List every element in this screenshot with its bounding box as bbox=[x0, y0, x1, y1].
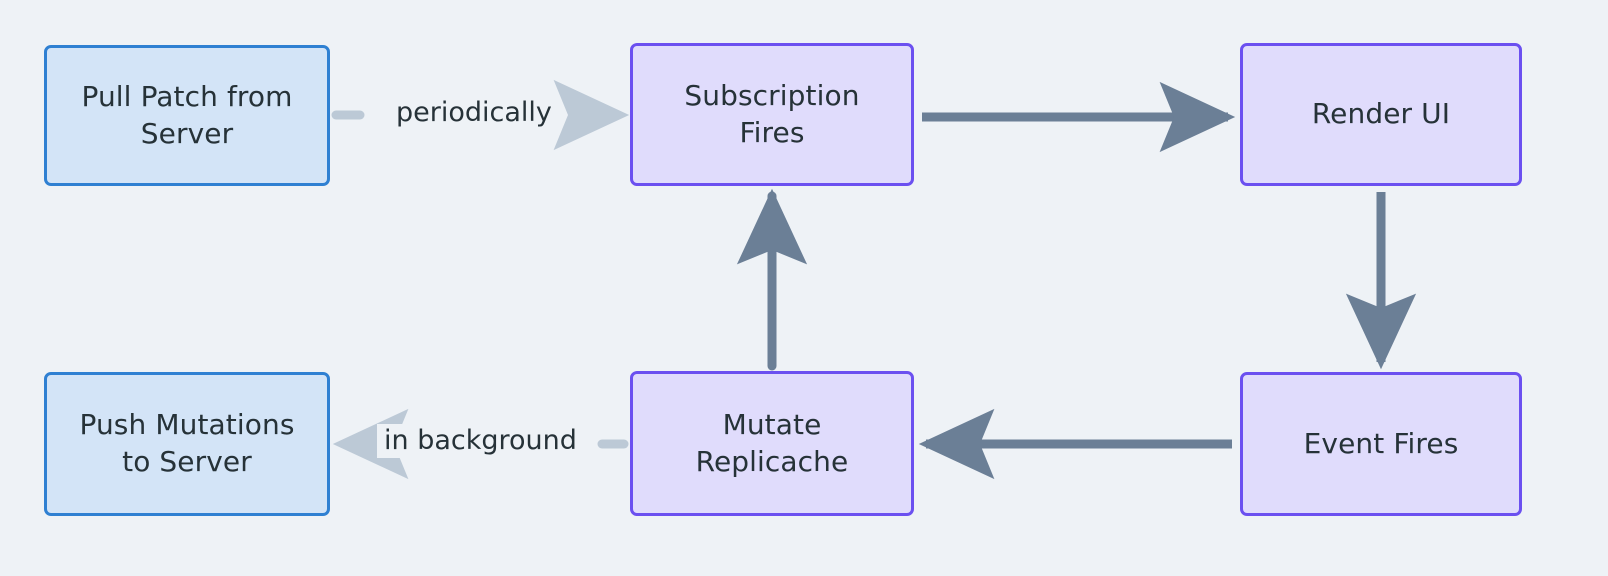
node-label: Mutate Replicache bbox=[695, 407, 849, 478]
node-event-fires[interactable]: Event Fires bbox=[1240, 372, 1522, 516]
node-label: Subscription Fires bbox=[684, 78, 860, 149]
node-mutate-replicache[interactable]: Mutate Replicache bbox=[630, 371, 914, 516]
node-pull-patch-from-server[interactable]: Pull Patch from Server bbox=[44, 45, 330, 186]
node-push-mutations-to-server[interactable]: Push Mutations to Server bbox=[44, 372, 330, 516]
edge-label-in-background: in background bbox=[377, 424, 584, 459]
node-label: Render UI bbox=[1311, 97, 1451, 131]
node-label: Pull Patch from Server bbox=[81, 79, 293, 150]
node-label: Push Mutations to Server bbox=[79, 408, 295, 478]
edge-label-periodically: periodically bbox=[389, 96, 559, 131]
node-label: Event Fires bbox=[1303, 426, 1459, 460]
node-subscription-fires[interactable]: Subscription Fires bbox=[630, 43, 914, 186]
node-render-ui[interactable]: Render UI bbox=[1240, 43, 1522, 186]
